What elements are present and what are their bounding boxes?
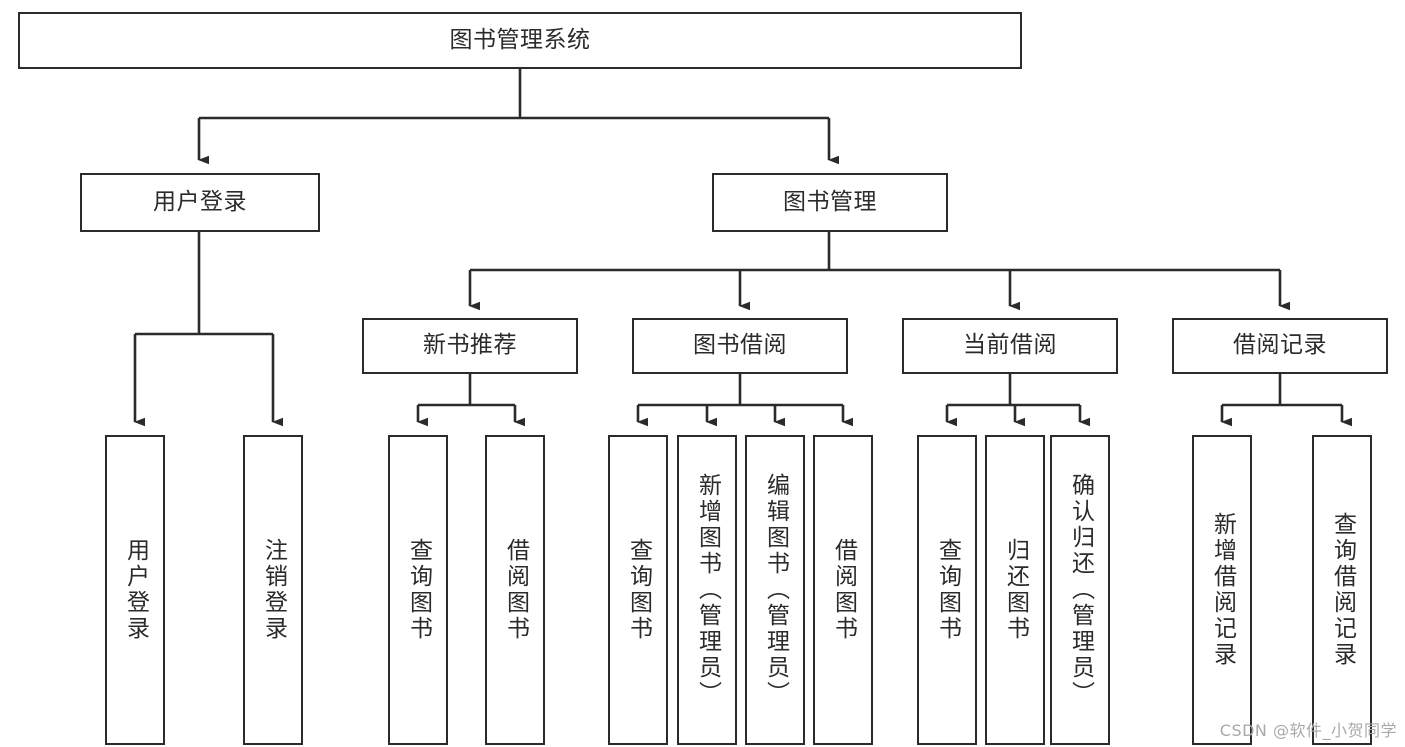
node-borrow-record[interactable]: 借阅记录 (1172, 318, 1388, 374)
node-leaf-add-book-admin[interactable]: 新增图书（管理员） (677, 435, 737, 745)
node-label: 查询图书 (625, 538, 652, 642)
node-label: 查询图书 (934, 538, 961, 642)
node-leaf-query-book-borrow[interactable]: 查询图书 (608, 435, 668, 745)
node-label: 归还图书 (1002, 538, 1029, 642)
node-leaf-return-book[interactable]: 归还图书 (985, 435, 1045, 745)
node-label: 新增图书（管理员） (694, 473, 721, 707)
node-label: 图书管理 (783, 188, 877, 215)
node-label: 用户登录 (122, 538, 149, 642)
node-leaf-borrow-book-recommend[interactable]: 借阅图书 (485, 435, 545, 745)
node-leaf-add-borrow-record[interactable]: 新增借阅记录 (1192, 435, 1252, 745)
node-label: 查询图书 (405, 538, 432, 642)
node-book-borrow[interactable]: 图书借阅 (632, 318, 848, 374)
node-book-management[interactable]: 图书管理 (712, 173, 948, 232)
node-label: 查询借阅记录 (1329, 512, 1356, 668)
node-label: 确认归还（管理员） (1067, 473, 1094, 707)
node-leaf-edit-book-admin[interactable]: 编辑图书（管理员） (745, 435, 805, 745)
node-leaf-confirm-return-admin[interactable]: 确认归还（管理员） (1050, 435, 1110, 745)
node-leaf-user-login[interactable]: 用户登录 (105, 435, 165, 745)
node-label: 图书管理系统 (449, 26, 591, 53)
node-label: 新书推荐 (423, 332, 517, 359)
node-current-borrow[interactable]: 当前借阅 (902, 318, 1118, 374)
node-leaf-user-logout[interactable]: 注销登录 (243, 435, 303, 745)
node-new-book-recommend[interactable]: 新书推荐 (362, 318, 578, 374)
node-label: 借阅图书 (830, 538, 857, 642)
node-label: 当前借阅 (963, 332, 1057, 359)
node-label: 新增借阅记录 (1209, 512, 1236, 668)
node-leaf-query-book-current[interactable]: 查询图书 (917, 435, 977, 745)
node-label: 编辑图书（管理员） (762, 473, 789, 707)
node-label: 注销登录 (260, 538, 287, 642)
node-leaf-borrow-book-borrow[interactable]: 借阅图书 (813, 435, 873, 745)
node-label: 图书借阅 (693, 332, 787, 359)
node-root-book-management-system[interactable]: 图书管理系统 (18, 12, 1022, 69)
node-leaf-query-book-recommend[interactable]: 查询图书 (388, 435, 448, 745)
node-user-login[interactable]: 用户登录 (80, 173, 320, 232)
node-leaf-query-borrow-record[interactable]: 查询借阅记录 (1312, 435, 1372, 745)
node-label: 借阅记录 (1233, 332, 1327, 359)
node-label: 借阅图书 (502, 538, 529, 642)
node-label: 用户登录 (153, 188, 247, 215)
